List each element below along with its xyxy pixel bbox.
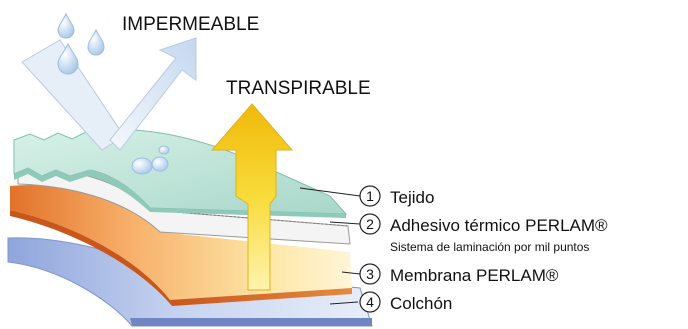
number-circle-icon bbox=[359, 291, 381, 313]
leader-line-1 bbox=[299, 187, 361, 197]
layer-label: Colchón bbox=[390, 294, 452, 313]
number-circle-icon bbox=[359, 213, 381, 235]
breathable-heading: TRANSPIRABLE bbox=[226, 78, 371, 99]
water-drop-icon bbox=[57, 12, 170, 175]
leader-lines bbox=[299, 187, 361, 305]
layer-callout-2: 2 Adhesivo térmico PERLAM® Sistema de la… bbox=[359, 213, 608, 254]
layer-label: Membrana PERLAM® bbox=[390, 266, 559, 285]
layer-number: 1 bbox=[366, 188, 374, 204]
breathable-arrow-icon bbox=[210, 103, 294, 291]
leader-line-3 bbox=[341, 271, 361, 275]
leader-line-2 bbox=[329, 221, 361, 225]
layer-callout-1: 1 Tejido bbox=[359, 185, 434, 207]
layer-callout-4: 4 Colchón bbox=[359, 291, 452, 313]
leader-line-4 bbox=[329, 301, 359, 305]
layer-sublabel: Sistema de laminación por mil puntos bbox=[390, 240, 589, 254]
layer-number: 4 bbox=[366, 294, 374, 310]
waterproof-arrow-icon bbox=[21, 37, 197, 151]
number-circle-icon bbox=[359, 185, 381, 207]
number-circle-icon bbox=[359, 263, 381, 285]
waterproof-heading: IMPERMEABLE bbox=[122, 14, 259, 35]
layer-label: Adhesivo térmico PERLAM® bbox=[390, 216, 608, 235]
layer-callout-3: 3 Membrana PERLAM® bbox=[359, 263, 559, 285]
layer-label: Tejido bbox=[390, 188, 434, 207]
layer-number: 3 bbox=[366, 266, 374, 282]
layer-number: 2 bbox=[366, 216, 374, 232]
